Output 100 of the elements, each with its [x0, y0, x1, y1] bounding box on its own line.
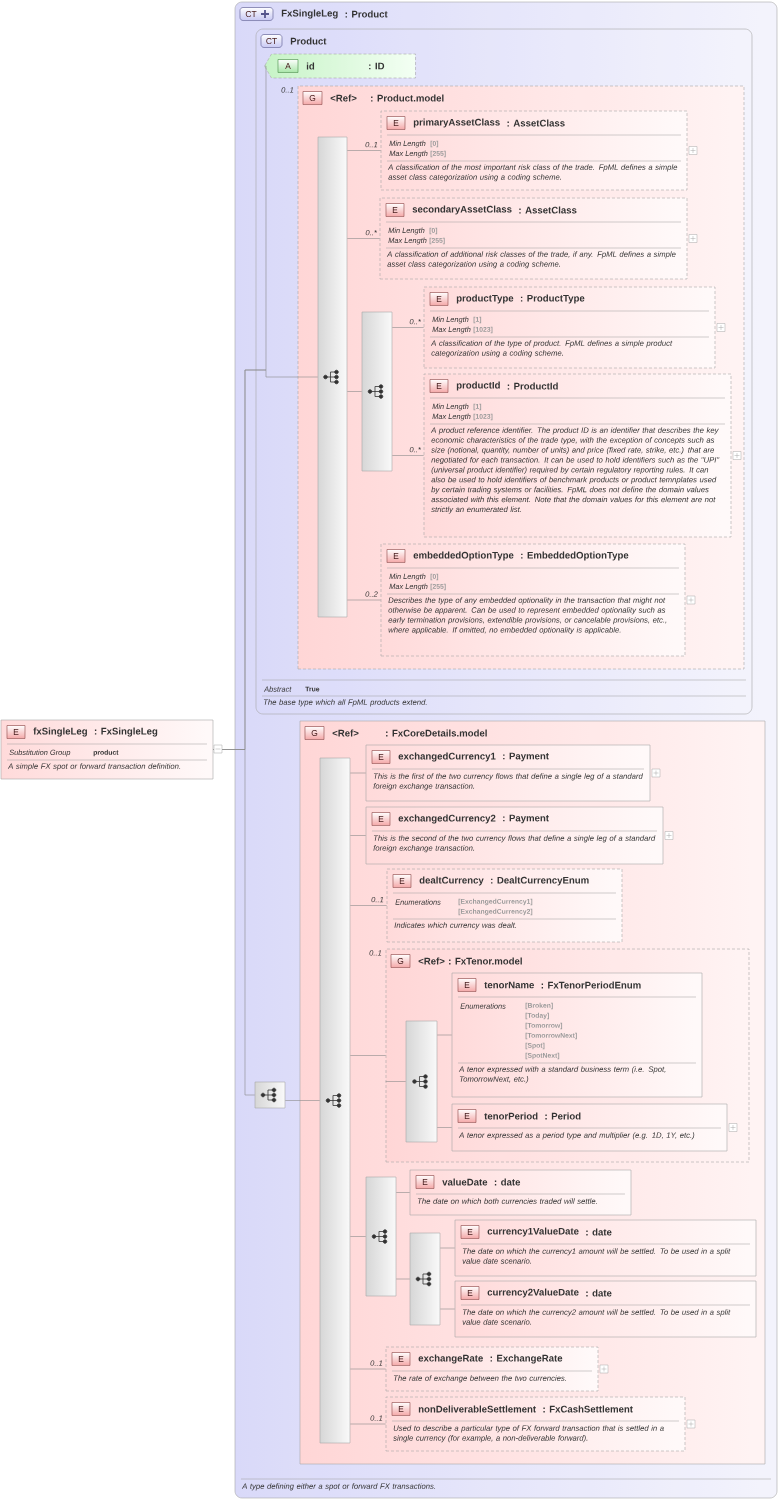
element-box	[0, 719, 214, 780]
element-name: exchangedCurrency1	[398, 752, 496, 762]
element-name: id	[306, 62, 315, 70]
connector-line	[285, 1100, 320, 1101]
connector-line	[392, 327, 424, 328]
element-name: Product	[290, 37, 327, 45]
element-name: <Ref>	[418, 957, 445, 965]
connector-line	[350, 1368, 386, 1370]
element-name: exchangedCurrency2	[398, 814, 496, 824]
element-box	[379, 197, 688, 280]
type-name: : DealtCurrencyEnum	[491, 876, 589, 886]
element-name: currency1ValueDate	[487, 1227, 579, 1237]
connector-line	[350, 1055, 386, 1056]
type-name: : date	[586, 1289, 612, 1297]
element-box	[423, 286, 716, 369]
element-box	[380, 110, 688, 191]
element-name: <Ref>	[330, 94, 357, 102]
type-name: : Product.model	[371, 94, 444, 102]
type-badge: CT	[239, 7, 274, 21]
type-badge: G	[302, 91, 323, 105]
type-badge: E	[391, 1402, 411, 1416]
element-name: tenorPeriod	[484, 1112, 538, 1120]
element-box	[451, 972, 703, 1098]
type-name: : ProductId	[507, 382, 558, 390]
type-name: : Payment	[503, 814, 549, 824]
connector-line	[350, 835, 366, 836]
element-name: secondaryAssetClass	[412, 205, 512, 215]
element-name: productId	[456, 381, 500, 391]
element-name: <Ref>	[332, 729, 359, 737]
type-badge: E	[371, 812, 391, 826]
connector-line	[347, 238, 380, 239]
element-box	[423, 373, 732, 538]
type-badge: E	[429, 379, 449, 393]
element-name: tenorName	[484, 981, 534, 989]
element-name: primaryAssetClass	[413, 118, 500, 128]
type-name: : AssetClass	[519, 206, 577, 214]
type-name: : FxSingleLeg	[94, 727, 158, 737]
type-name: : Payment	[503, 752, 549, 762]
type-name: : FxCashSettlement	[543, 1405, 633, 1413]
type-name: : date	[494, 1178, 521, 1186]
type-name: : EmbeddedOptionType	[521, 551, 629, 561]
type-name: : FxTenor.model	[449, 957, 522, 965]
type-badge: G	[304, 726, 325, 740]
element-box	[385, 1396, 686, 1452]
type-badge: E	[457, 978, 477, 992]
element-name: fxSingleLeg	[33, 727, 87, 737]
type-badge: E	[392, 874, 412, 888]
element-box	[365, 806, 664, 865]
type-name: : FxTenorPeriodEnum	[541, 981, 641, 989]
connector-line	[347, 150, 381, 151]
type-badge: E	[391, 1352, 411, 1366]
element-name: FxSingleLeg	[281, 9, 338, 19]
element-name: currency2ValueDate	[487, 1288, 579, 1298]
type-badge: E	[6, 725, 26, 739]
type-badge: E	[460, 1286, 480, 1300]
type-name: : ExchangeRate	[490, 1354, 563, 1364]
type-badge: E	[386, 549, 406, 563]
element-box	[365, 744, 651, 802]
element-name: valueDate	[442, 1178, 488, 1186]
type-badge: E	[429, 292, 449, 306]
connector-line	[440, 1247, 455, 1249]
element-box	[385, 1346, 599, 1392]
type-name: : FxCoreDetails.model	[386, 729, 487, 737]
element-name: exchangeRate	[418, 1354, 483, 1364]
element-box	[380, 543, 686, 657]
connector-line	[350, 1423, 386, 1425]
connector-line	[437, 1127, 452, 1128]
connector-line	[347, 599, 381, 601]
type-badge: CT	[260, 34, 283, 48]
connector-line	[396, 1278, 410, 1280]
type-name: : ProductType	[520, 294, 585, 304]
attribute-box	[264, 53, 416, 79]
connector-line	[392, 455, 424, 456]
type-badge: E	[386, 116, 406, 130]
connector-line	[385, 1081, 406, 1082]
connector-line	[437, 1034, 452, 1036]
type-badge: E	[460, 1225, 480, 1239]
type-name: : ID	[369, 62, 385, 70]
type-name: : date	[586, 1228, 612, 1236]
element-name: embeddedOptionType	[413, 551, 514, 561]
type-badge: G	[390, 954, 411, 968]
element-name: nonDeliverableSettlement	[418, 1405, 536, 1413]
connector-line	[396, 1192, 410, 1193]
connector-line	[350, 905, 387, 906]
element-box	[409, 1169, 632, 1216]
element-box	[454, 1280, 757, 1338]
connector-line	[350, 1236, 366, 1237]
element-name: dealtCurrency	[419, 876, 484, 886]
element-box	[454, 1219, 757, 1277]
type-badge: A	[277, 59, 299, 73]
type-name: : Period	[545, 1112, 581, 1120]
element-name: productType	[456, 294, 514, 304]
type-badge: E	[385, 203, 405, 217]
type-name: : AssetClass	[507, 119, 565, 127]
type-badge: E	[457, 1109, 477, 1123]
connector-line	[347, 391, 362, 392]
type-badge: E	[415, 1175, 435, 1189]
connector-line	[350, 772, 366, 774]
connector-line	[440, 1308, 455, 1310]
type-badge: E	[371, 750, 391, 764]
